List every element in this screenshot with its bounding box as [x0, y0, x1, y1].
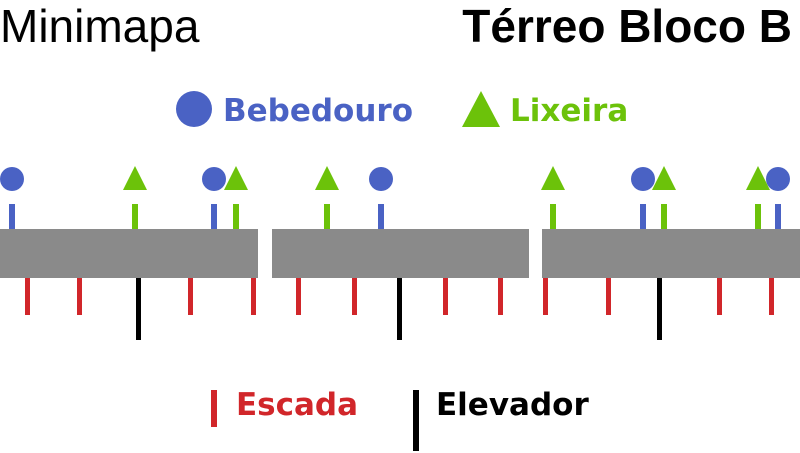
bebedouro-stem [775, 204, 781, 229]
elevador-marker [397, 278, 402, 340]
bebedouro-stem [9, 204, 15, 229]
lixeira-icon [746, 166, 770, 190]
bebedouro-markers [0, 167, 790, 229]
escada-marker [188, 278, 193, 315]
escada-marker [498, 278, 503, 315]
lixeira-icon [541, 166, 565, 190]
bebedouro-icon [202, 167, 226, 191]
bebedouro-legend-label: Bebedouro [223, 93, 413, 129]
lixeira-stem [132, 204, 138, 229]
lixeira-icon [652, 166, 676, 190]
escada-marker [296, 278, 301, 315]
escada-marker [606, 278, 611, 315]
elevador-legend-icon [413, 390, 419, 451]
elevador-marker [657, 278, 662, 340]
lixeira-stem [324, 204, 330, 229]
bebedouro-icon [369, 167, 393, 191]
elevador-marker [136, 278, 141, 340]
lixeira-icon [224, 166, 248, 190]
lixeira-legend-label: Lixeira [510, 93, 628, 129]
bebedouro-stem [640, 204, 646, 229]
bebedouro-legend-icon [176, 91, 212, 127]
lixeira-icon [123, 166, 147, 190]
escada-marker [717, 278, 722, 315]
escada-marker [251, 278, 256, 315]
bebedouro-stem [378, 204, 384, 229]
escada-legend-label: Escada [236, 387, 358, 423]
escada-marker [769, 278, 774, 315]
corridor-segment-3 [542, 229, 800, 278]
escada-marker [543, 278, 548, 315]
escada-markers [25, 278, 774, 315]
lixeira-stem [233, 204, 239, 229]
corridor-segment-1 [0, 229, 258, 278]
minimap-title: Minimapa [0, 0, 200, 52]
bebedouro-icon [766, 167, 790, 191]
bebedouro-stem [211, 204, 217, 229]
escada-marker [77, 278, 82, 315]
escada-marker [443, 278, 448, 315]
escada-legend-icon [211, 390, 217, 427]
lixeira-markers [123, 166, 770, 229]
lixeira-legend-icon [462, 91, 500, 127]
corridor-segment-2 [272, 229, 529, 278]
bebedouro-icon [631, 167, 655, 191]
bebedouro-icon [0, 167, 24, 191]
escada-marker [25, 278, 30, 315]
lixeira-stem [661, 204, 667, 229]
lixeira-icon [315, 166, 339, 190]
lixeira-stem [755, 204, 761, 229]
elevador-legend-label: Elevador [436, 387, 589, 423]
lixeira-stem [550, 204, 556, 229]
floor-name: Térreo Bloco B [462, 0, 792, 52]
elevador-markers [136, 278, 662, 340]
escada-marker [352, 278, 357, 315]
